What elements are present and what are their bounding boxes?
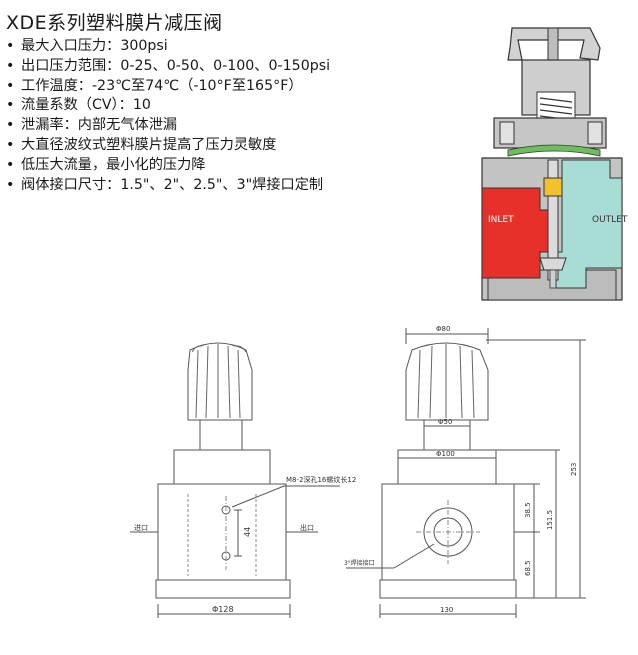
front-bolt-spacing: 44 xyxy=(243,527,252,537)
side-port-note: 3"焊接接口 xyxy=(344,559,375,567)
spec-text: 流量系数（CV）：10 xyxy=(21,97,151,114)
bullet-icon: • xyxy=(6,176,15,193)
spec-item: • 工作温度：-23℃至74℃（-10°F至165°F） xyxy=(6,77,330,97)
bullet-icon: • xyxy=(6,97,15,114)
bullet-icon: • xyxy=(6,57,15,74)
handle-frame xyxy=(507,27,601,61)
cross-section: INLET OUTLET xyxy=(481,27,628,301)
side-stem-diameter: Φ50 xyxy=(438,418,452,426)
spec-text: 出口压力范围：0-25、0-50、0-100、0-150psi xyxy=(21,57,331,74)
valve-seat xyxy=(543,177,563,197)
side-view xyxy=(346,328,586,618)
front-body xyxy=(157,483,287,581)
dim-overall-height: 253 xyxy=(570,463,578,476)
bullet-icon: • xyxy=(6,156,15,173)
side-width: 130 xyxy=(440,606,453,614)
bullet-icon: • xyxy=(6,77,15,94)
spec-text: 大直径波纹式塑料膜片提高了压力灵敏度 xyxy=(21,136,277,153)
front-base xyxy=(155,579,291,599)
poppet xyxy=(539,257,567,271)
spec-item: • 流量系数（CV）：10 xyxy=(6,96,330,116)
front-bolt-note: M8-2深孔16螺纹长12 xyxy=(286,475,356,484)
front-view xyxy=(130,342,340,618)
side-base xyxy=(379,579,517,599)
bottom-stem xyxy=(549,269,557,289)
inlet-text: INLET xyxy=(488,215,514,225)
bolt-right xyxy=(587,121,603,145)
dim-lower-height: 151.5 xyxy=(546,510,554,530)
front-inlet-label: 进口 xyxy=(134,524,148,532)
spec-text: 工作温度：-23℃至74℃（-10°F至165°F） xyxy=(21,77,303,94)
front-base-diameter: Φ128 xyxy=(212,605,234,614)
side-top-diameter: Φ80 xyxy=(436,325,450,333)
side-cap-diameter: Φ100 xyxy=(436,450,455,458)
spring-icon xyxy=(539,97,573,127)
bolt-left xyxy=(499,121,515,145)
spec-item: • 泄漏率：内部无气体泄漏 xyxy=(6,116,330,136)
spec-text: 阀体接口尺寸：1.5"、2"、2.5"、3"焊接口定制 xyxy=(21,176,324,193)
spec-item: • 大直径波纹式塑料膜片提高了压力灵敏度 xyxy=(6,136,330,156)
spec-item: • 出口压力范围：0-25、0-50、0-100、0-150psi xyxy=(6,57,330,77)
product-title: XDE系列塑料膜片减压阀 xyxy=(6,12,223,34)
dim-upper-body: 38.5 xyxy=(524,502,532,518)
bullet-icon: • xyxy=(6,136,15,153)
spec-item: • 最大入口压力：300psi xyxy=(6,37,330,57)
spec-item: • 低压大流量，最小化的压力降 xyxy=(6,156,330,176)
front-outlet-label: 出口 xyxy=(300,523,314,532)
spec-list: • 最大入口压力：300psi • 出口压力范围：0-25、0-50、0-100、0-… xyxy=(6,37,330,195)
outlet-text: OUTLET xyxy=(592,215,628,225)
front-cap xyxy=(173,449,271,485)
bullet-icon: • xyxy=(6,117,15,134)
spec-text: 泄漏率：内部无气体泄漏 xyxy=(21,117,178,134)
spec-text: 低压大流量，最小化的压力降 xyxy=(21,156,206,173)
diaphragm xyxy=(507,144,601,157)
dim-base: 68.5 xyxy=(524,560,532,576)
spec-text: 最大入口压力：300psi xyxy=(21,38,168,54)
front-neck xyxy=(199,419,243,451)
bullet-icon: • xyxy=(6,38,15,54)
spec-item: • 阀体接口尺寸：1.5"、2"、2.5"、3"焊接口定制 xyxy=(6,176,330,196)
inlet-chamber xyxy=(481,187,549,279)
